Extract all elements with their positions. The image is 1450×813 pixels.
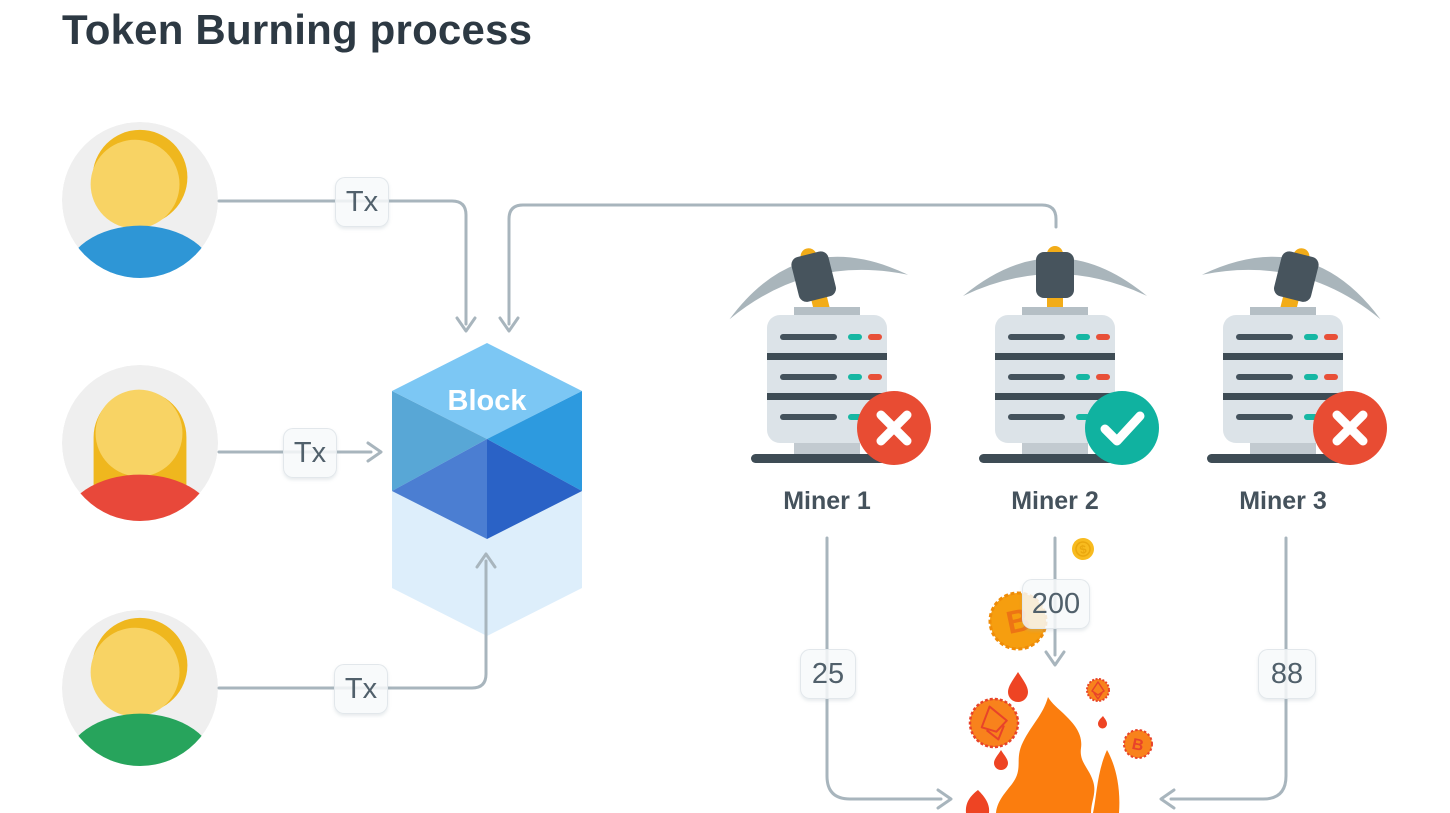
miner-2 — [935, 240, 1175, 470]
miner-2-label: Miner 2 — [1011, 487, 1099, 515]
flame-right-lobe — [1093, 750, 1120, 813]
block-label: Block — [448, 385, 528, 417]
rejected-badge-icon — [1313, 391, 1387, 465]
dollar-coin-icon: $ — [1072, 538, 1094, 560]
tx-badge-2: Tx — [283, 428, 337, 478]
miner-icon — [717, 240, 947, 470]
flame-drop-icon — [1098, 716, 1107, 729]
miner-3-label: Miner 3 — [1239, 487, 1327, 515]
user-1-avatar — [61, 121, 219, 279]
miner-3 — [1163, 240, 1403, 470]
svg-text:B: B — [1130, 736, 1145, 755]
eth-coin-icon — [968, 697, 1020, 749]
person-icon — [61, 364, 219, 522]
inner-red-flame — [965, 790, 990, 813]
miner-icon — [1190, 240, 1393, 470]
burning-fire: B — [940, 660, 1170, 813]
page-title: Token Burning process — [62, 6, 533, 53]
miner-1 — [707, 240, 947, 470]
miner-2-amount-badge: 200 — [1022, 579, 1090, 629]
eth-coin-icon — [1086, 678, 1110, 702]
block-cube-icon: Block — [392, 343, 582, 636]
miner-1-label: Miner 1 — [783, 487, 871, 515]
btc-coin-icon: B — [1123, 729, 1153, 759]
accepted-badge-icon — [1085, 391, 1159, 465]
flame-drop-icon — [994, 750, 1008, 770]
svg-text:$: $ — [1078, 542, 1088, 557]
person-icon — [61, 121, 219, 279]
block-cube: Block — [385, 338, 590, 645]
rejected-badge-icon — [857, 391, 931, 465]
user-3-avatar — [61, 609, 219, 767]
miner-1-amount-badge: 25 — [800, 649, 856, 699]
main-flame — [996, 697, 1095, 813]
tx-badge-3: Tx — [334, 664, 388, 714]
tx-badge-1: Tx — [335, 177, 389, 227]
miner-3-amount-badge: 88 — [1258, 649, 1316, 699]
person-icon — [61, 609, 219, 767]
user-2-avatar — [61, 364, 219, 522]
flame-icon: B — [965, 672, 1153, 813]
flame-drop-icon — [1008, 672, 1028, 702]
miner-icon — [963, 246, 1175, 470]
